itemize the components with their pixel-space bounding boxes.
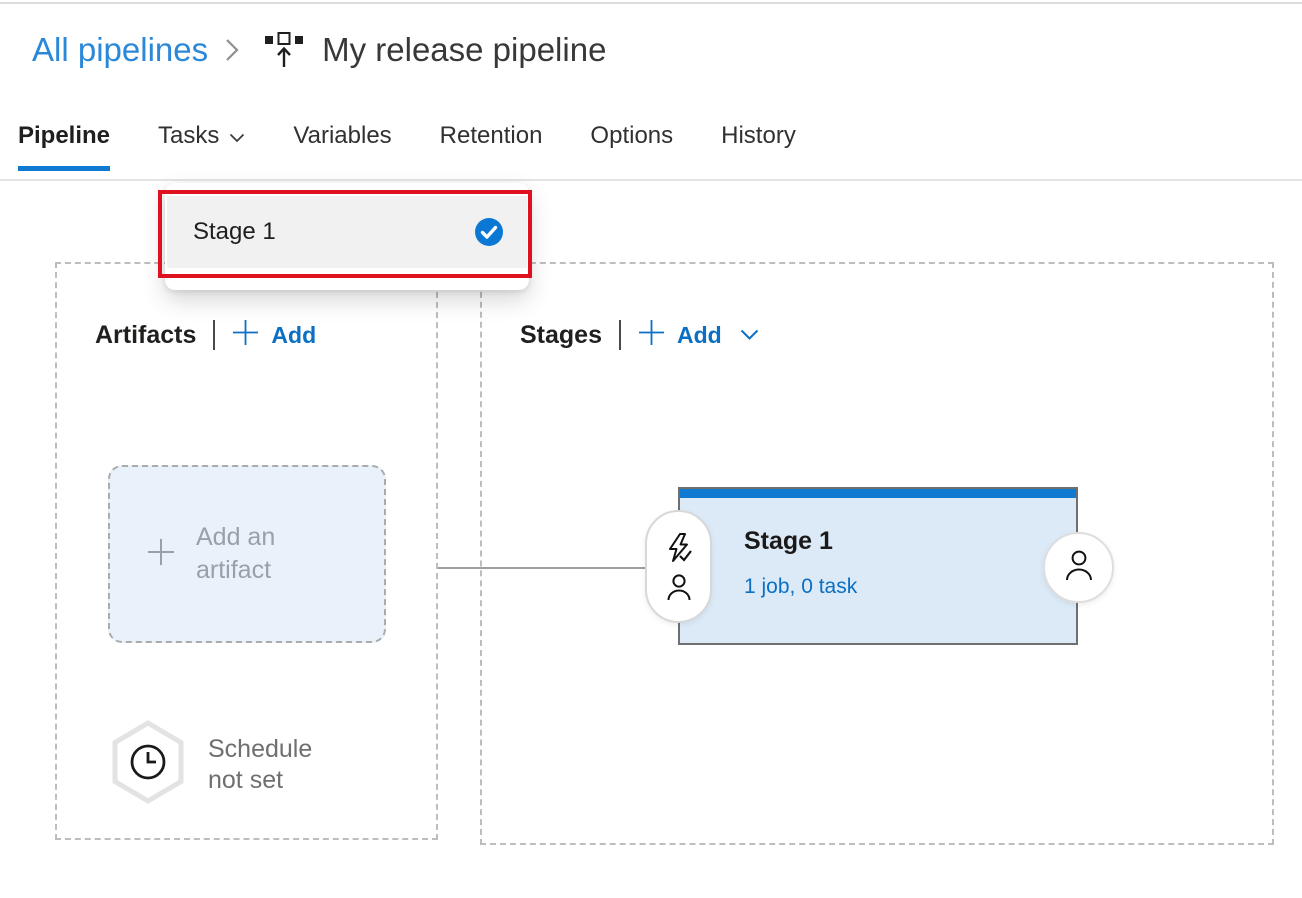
- header-divider: [618, 320, 621, 350]
- post-deployment-approvals-circle[interactable]: [1043, 532, 1114, 603]
- tab-pipeline[interactable]: Pipeline: [18, 122, 111, 171]
- breadcrumb: All pipelines My release pipeline: [32, 24, 606, 76]
- tab-retention-label: Retention: [439, 122, 543, 149]
- pre-deployment-conditions-pill: [645, 510, 712, 623]
- lightning-trigger-icon[interactable]: [665, 532, 693, 564]
- artifacts-title: Artifacts: [95, 320, 197, 349]
- schedule-trigger[interactable]: Schedule not set: [110, 720, 312, 809]
- page-title: My release pipeline: [322, 31, 607, 68]
- add-label: Add: [676, 321, 722, 348]
- add-artifact-button[interactable]: Add an artifact: [108, 465, 386, 643]
- chevron-down-icon: [740, 329, 759, 341]
- menu-item-label: Stage 1: [193, 218, 276, 245]
- stage-card-accent-bar: [680, 489, 1076, 498]
- add-artifact-label: Add an artifact: [196, 523, 276, 584]
- artifacts-header: Artifacts Add: [95, 318, 316, 352]
- tab-history[interactable]: History: [721, 122, 796, 166]
- stage-name: Stage 1: [744, 527, 833, 555]
- stages-title: Stages: [520, 320, 602, 349]
- schedule-label: Schedule not set: [208, 734, 313, 794]
- user-approval-icon[interactable]: [666, 573, 692, 601]
- plus-icon: [232, 319, 259, 351]
- tab-pipeline-label: Pipeline: [18, 122, 111, 149]
- top-divider: [0, 2, 1302, 4]
- tab-separator-line: [0, 179, 1302, 181]
- tab-history-label: History: [721, 122, 796, 149]
- artifact-stage-connector: [438, 567, 648, 569]
- tasks-menu-item-stage1[interactable]: Stage 1: [167, 196, 527, 268]
- stage-jobs-tasks-link[interactable]: 1 job, 0 task: [744, 575, 858, 598]
- tab-tasks-label: Tasks: [158, 122, 220, 149]
- add-artifact-header-button[interactable]: Add: [232, 319, 316, 351]
- release-pipeline-icon: [264, 31, 304, 69]
- tasks-dropdown-menu: Stage 1: [165, 183, 529, 290]
- tab-options-label: Options: [590, 122, 674, 149]
- tab-options[interactable]: Options: [590, 122, 673, 166]
- chevron-right-icon: [224, 37, 240, 63]
- stage-card[interactable]: Stage 1 1 job, 0 task: [678, 487, 1078, 645]
- plus-icon: [638, 319, 665, 351]
- checkmark-icon: [475, 218, 503, 246]
- tab-retention[interactable]: Retention: [440, 122, 543, 166]
- add-stage-button[interactable]: Add: [638, 319, 759, 351]
- stages-panel: [480, 262, 1274, 845]
- clock-icon: [110, 720, 186, 809]
- tab-bar: Pipeline Tasks Variables Retention Optio…: [18, 122, 796, 171]
- plus-icon: [146, 537, 176, 572]
- header-divider: [213, 320, 216, 350]
- tab-variables[interactable]: Variables: [293, 122, 391, 166]
- tab-variables-label: Variables: [293, 122, 392, 149]
- stages-header: Stages Add: [520, 318, 759, 352]
- breadcrumb-all-pipelines-link[interactable]: All pipelines: [32, 31, 209, 68]
- user-approval-icon: [1064, 549, 1094, 586]
- add-label: Add: [271, 321, 317, 348]
- tab-tasks[interactable]: Tasks: [158, 122, 245, 166]
- chevron-down-icon: [229, 122, 245, 150]
